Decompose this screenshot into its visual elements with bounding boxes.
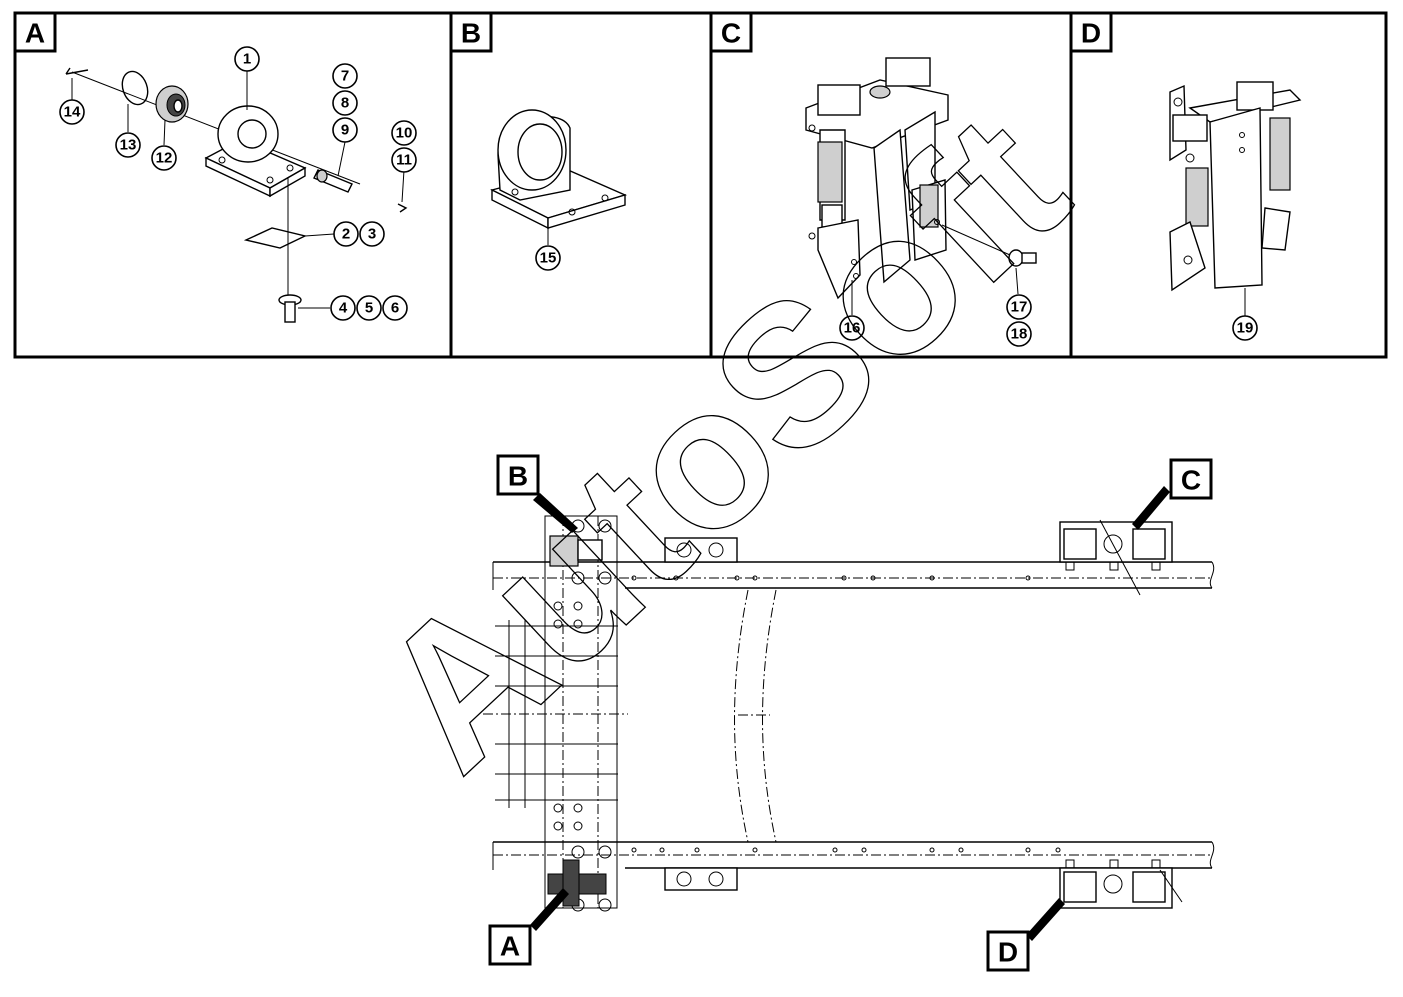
svg-text:3: 3 bbox=[368, 226, 376, 243]
part-14: 14 bbox=[59, 99, 85, 125]
part-15: 15 bbox=[535, 245, 561, 271]
part-18: 18 bbox=[1006, 321, 1032, 347]
panel-label-d: D bbox=[1069, 11, 1113, 53]
svg-text:C: C bbox=[1181, 465, 1201, 496]
panel-b-bracket bbox=[490, 109, 628, 245]
part-1: 1 bbox=[234, 46, 260, 72]
svg-text:7: 7 bbox=[341, 68, 349, 85]
svg-text:D: D bbox=[1081, 18, 1101, 49]
panel-a-exploded-view bbox=[65, 67, 408, 323]
callout-b: B bbox=[496, 454, 578, 533]
svg-text:19: 19 bbox=[1237, 320, 1254, 337]
callout-c: C bbox=[1132, 458, 1213, 530]
part-numbers: 1 2 3 4 5 6 7 8 9 10 11 12 13 14 15 16 1… bbox=[59, 46, 1258, 347]
svg-text:A: A bbox=[25, 18, 45, 49]
svg-text:8: 8 bbox=[341, 95, 349, 112]
part-9: 9 bbox=[332, 117, 358, 143]
panel-label-c: C bbox=[709, 11, 753, 53]
chassis-plan-view bbox=[483, 515, 1215, 912]
svg-text:11: 11 bbox=[396, 152, 412, 169]
part-12: 12 bbox=[151, 145, 177, 171]
panel-d-assembly bbox=[1169, 81, 1302, 316]
svg-text:B: B bbox=[508, 461, 528, 492]
panel-label-b: B bbox=[449, 11, 493, 53]
svg-text:12: 12 bbox=[156, 150, 173, 167]
watermark: AutoSoft bbox=[337, 73, 1106, 812]
part-6: 6 bbox=[382, 295, 408, 321]
svg-text:6: 6 bbox=[391, 300, 399, 317]
part-11: 11 bbox=[391, 147, 417, 173]
part-7: 7 bbox=[332, 63, 358, 89]
svg-text:1: 1 bbox=[243, 51, 251, 68]
callout-a: A bbox=[488, 888, 569, 966]
panel-label-a: A bbox=[13, 11, 57, 53]
svg-text:15: 15 bbox=[540, 250, 557, 267]
part-10: 10 bbox=[391, 120, 417, 146]
svg-text:5: 5 bbox=[365, 300, 373, 317]
panel-c-assembly bbox=[805, 57, 1037, 315]
part-13: 13 bbox=[115, 132, 141, 158]
svg-text:16: 16 bbox=[844, 320, 861, 337]
svg-text:17: 17 bbox=[1011, 299, 1028, 316]
svg-text:A: A bbox=[500, 931, 520, 962]
svg-text:9: 9 bbox=[341, 122, 349, 139]
svg-text:D: D bbox=[998, 937, 1018, 968]
part-8: 8 bbox=[332, 90, 358, 116]
panel-frames bbox=[13, 11, 1388, 359]
svg-text:4: 4 bbox=[339, 300, 348, 317]
part-17: 17 bbox=[1006, 294, 1032, 320]
part-5: 5 bbox=[356, 295, 382, 321]
part-19: 19 bbox=[1232, 315, 1258, 341]
svg-text:B: B bbox=[461, 18, 481, 49]
part-2: 2 bbox=[333, 221, 359, 247]
svg-text:2: 2 bbox=[342, 226, 350, 243]
svg-text:C: C bbox=[721, 18, 741, 49]
part-16: 16 bbox=[839, 315, 865, 341]
part-3: 3 bbox=[359, 221, 385, 247]
callout-d: D bbox=[986, 898, 1065, 972]
svg-text:14: 14 bbox=[64, 104, 81, 121]
svg-text:10: 10 bbox=[396, 125, 413, 142]
part-4: 4 bbox=[330, 295, 356, 321]
svg-text:13: 13 bbox=[120, 137, 137, 154]
svg-text:18: 18 bbox=[1011, 326, 1028, 343]
